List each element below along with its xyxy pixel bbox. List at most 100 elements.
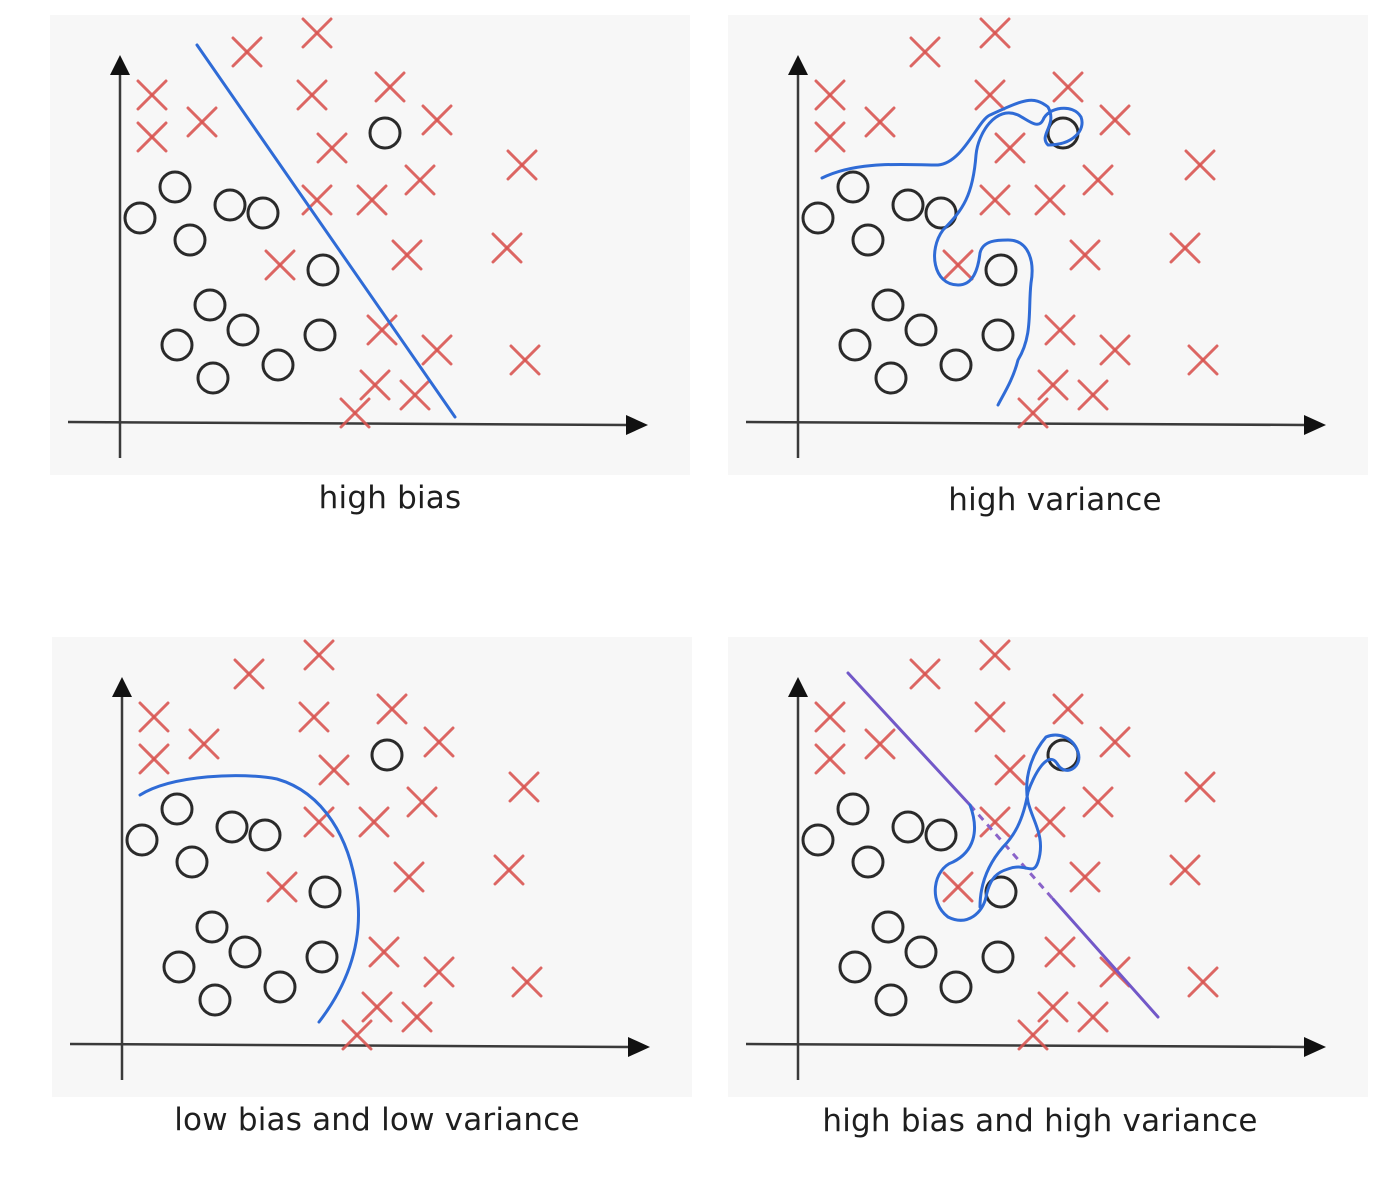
red-x-icon: [508, 771, 540, 803]
red-x-icon: [358, 806, 390, 838]
red-x-icon: [1169, 232, 1201, 264]
circle-icon: [984, 253, 1018, 287]
circle-icon: [246, 196, 280, 230]
red-x-icon: [376, 693, 408, 725]
red-x-icon: [1034, 184, 1066, 216]
good-fit-decision-boundary: [138, 774, 361, 1024]
red-x-icon: [391, 239, 423, 271]
panel-high-bias-high-variance: [728, 637, 1368, 1097]
overfit-decision-boundary: [820, 98, 1084, 407]
red-x-icon: [368, 936, 400, 968]
red-x-icon: [401, 1001, 433, 1033]
circle-icon: [981, 318, 1015, 352]
red-x-icon: [909, 36, 941, 68]
red-x-icon: [366, 314, 398, 346]
circle-icon: [874, 983, 908, 1017]
red-x-icon: [909, 658, 941, 690]
red-x-icon: [423, 956, 455, 988]
red-x-icon: [374, 71, 406, 103]
red-x-icon: [339, 397, 371, 429]
caption-high-variance: high variance: [948, 482, 1162, 518]
caption-low-bias-low-variance: low bias and low variance: [174, 1102, 580, 1138]
red-x-icon: [186, 106, 218, 138]
red-x-icon: [356, 184, 388, 216]
plot-high-variance: [745, 17, 1326, 458]
red-x-icon: [491, 232, 523, 264]
cross-markers: [814, 17, 1219, 429]
red-x-icon: [493, 854, 525, 886]
red-x-icon: [296, 79, 328, 111]
red-x-icon: [423, 726, 455, 758]
circle-markers: [801, 116, 1080, 395]
red-x-icon: [1052, 71, 1084, 103]
circle-icon: [370, 738, 404, 772]
caption-high-bias-high-variance: high bias and high variance: [822, 1103, 1258, 1139]
y-axis-arrowhead-icon: [110, 55, 130, 75]
y-axis-arrowhead-icon: [788, 55, 808, 75]
cross-markers: [814, 639, 1219, 1051]
red-x-icon: [1069, 861, 1101, 893]
red-x-icon: [974, 79, 1006, 111]
x-axis-line: [67, 420, 629, 427]
circle-icon: [195, 910, 229, 944]
red-x-icon: [421, 334, 453, 366]
red-x-icon: [1077, 1001, 1109, 1033]
circle-icon: [263, 970, 297, 1004]
red-x-icon: [1099, 104, 1131, 136]
red-x-icon: [301, 17, 333, 49]
circle-icon: [215, 810, 249, 844]
red-x-icon: [361, 991, 393, 1023]
red-x-icon: [979, 184, 1011, 216]
red-x-icon: [1017, 397, 1049, 429]
red-x-icon: [979, 17, 1011, 49]
red-x-icon: [404, 164, 436, 196]
circle-icon: [838, 328, 872, 362]
linear-decision-boundary: [195, 43, 457, 419]
red-x-icon: [814, 743, 846, 775]
circle-icon: [303, 318, 337, 352]
red-x-icon: [1017, 1019, 1049, 1051]
red-x-icon: [359, 369, 391, 401]
red-x-icon: [1037, 369, 1069, 401]
circle-icon: [904, 313, 938, 347]
red-x-icon: [138, 743, 170, 775]
plot-low-bias-low-variance: [69, 639, 650, 1080]
red-x-icon: [233, 658, 265, 690]
red-x-icon: [1082, 164, 1114, 196]
circle-icon: [939, 348, 973, 382]
circle-icon: [871, 288, 905, 322]
red-x-icon: [994, 132, 1026, 164]
red-x-icon: [974, 701, 1006, 733]
circle-icon: [368, 116, 402, 150]
red-x-icon: [1184, 149, 1216, 181]
circle-icon: [248, 818, 282, 852]
red-x-icon: [341, 1019, 373, 1051]
circle-icon: [801, 823, 835, 857]
circle-icon: [836, 170, 870, 204]
red-x-icon: [814, 121, 846, 153]
y-axis-arrowhead-icon: [788, 677, 808, 697]
axes: [67, 55, 648, 458]
red-x-icon: [421, 104, 453, 136]
circle-icon: [924, 196, 958, 230]
plot-high-bias-high-variance: [745, 639, 1326, 1080]
circle-icon: [308, 875, 342, 909]
red-x-icon: [231, 36, 263, 68]
circle-icon: [904, 935, 938, 969]
circle-icon: [261, 348, 295, 382]
circle-icon: [228, 935, 262, 969]
red-x-icon: [1052, 693, 1084, 725]
red-x-icon: [399, 379, 431, 411]
red-x-icon: [942, 249, 974, 281]
circle-icon: [836, 792, 870, 826]
axes: [745, 677, 1326, 1080]
x-axis-line: [745, 1042, 1307, 1049]
red-x-icon: [814, 79, 846, 111]
red-x-icon: [264, 249, 296, 281]
circle-icon: [871, 910, 905, 944]
circle-icon: [175, 845, 209, 879]
linear-boundary-lower: [1051, 897, 1160, 1019]
red-x-icon: [301, 184, 333, 216]
red-x-icon: [942, 871, 974, 903]
circle-icon: [196, 361, 230, 395]
